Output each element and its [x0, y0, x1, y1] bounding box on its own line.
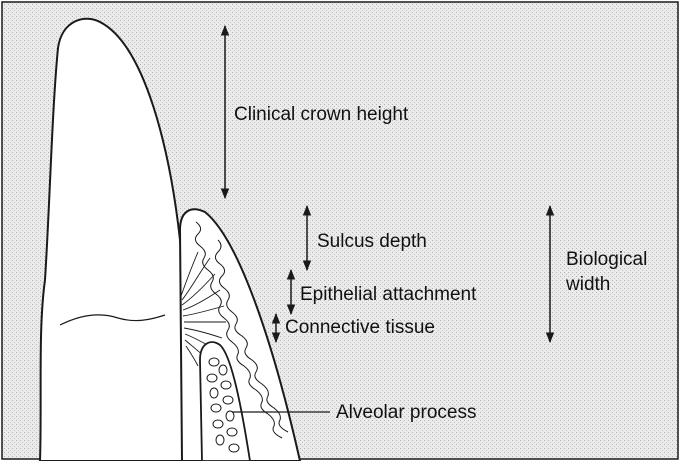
biological-width-label-line1: Biological: [566, 249, 647, 270]
biological-width-label-line2: width: [565, 274, 610, 295]
clinical-crown-height-label: Clinical crown height: [234, 104, 409, 125]
connective-tissue-label: Connective tissue: [285, 317, 435, 338]
sulcus-depth-label: Sulcus depth: [317, 231, 427, 252]
alveolar-process-label: Alveolar process: [336, 402, 476, 423]
epithelial-attachment-label: Epithelial attachment: [300, 284, 477, 305]
